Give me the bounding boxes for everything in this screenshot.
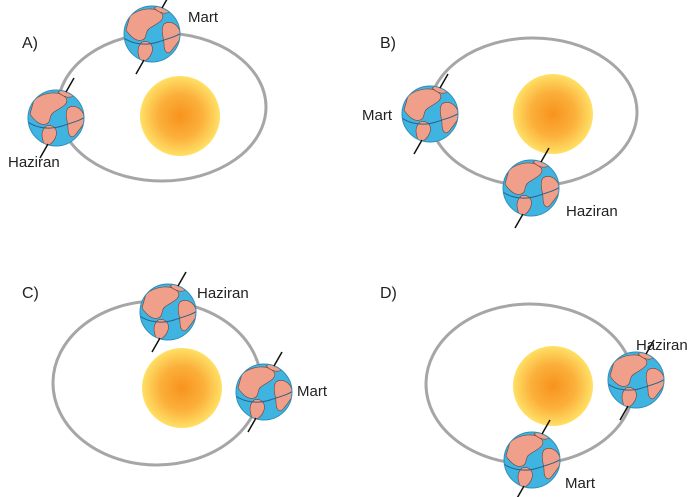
earth-label: Haziran [636, 337, 688, 354]
earth-label: Mart [188, 9, 219, 26]
earth-label: Mart [297, 383, 328, 400]
earth-label: Mart [565, 475, 596, 492]
earth-label: Mart [362, 107, 393, 124]
option-c: C) Haziran Mart [22, 272, 328, 467]
sun-icon [513, 346, 593, 426]
earth-globe-icon [503, 148, 561, 228]
option-b: B) Mart Haziran [362, 35, 639, 228]
earth-globe-icon [236, 352, 294, 432]
sun-icon [140, 76, 220, 156]
earth-globe-icon [28, 78, 86, 158]
option-letter: C) [22, 285, 39, 302]
earth-globe-icon [504, 420, 562, 497]
option-a: A) Mart Haziran [8, 0, 268, 183]
earth-label: Haziran [8, 154, 60, 171]
earth-label: Haziran [566, 203, 618, 220]
option-letter: A) [22, 35, 38, 52]
earth-label: Haziran [197, 285, 249, 302]
sun-icon [142, 348, 222, 428]
option-letter: D) [380, 285, 397, 302]
earth-globe-icon [402, 74, 460, 154]
earth-globe-icon [140, 272, 198, 352]
sun-icon [513, 74, 593, 154]
earth-globe-icon [124, 0, 182, 74]
option-letter: B) [380, 35, 396, 52]
option-d: D) Haziran Mart [380, 285, 688, 497]
